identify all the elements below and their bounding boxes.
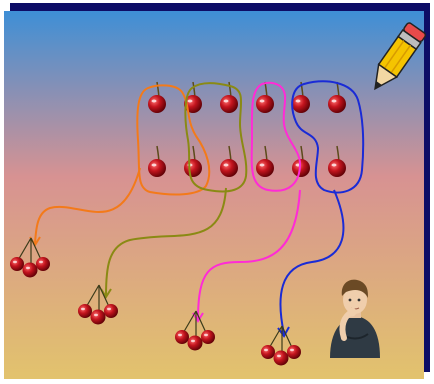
arrow-head-blue bbox=[277, 326, 290, 338]
group-loop-magenta bbox=[250, 81, 302, 192]
arrow-head-magenta bbox=[192, 312, 204, 323]
group-loop-orange bbox=[136, 84, 211, 196]
arrow-orange bbox=[34, 167, 141, 245]
group-loop-olive bbox=[184, 82, 248, 193]
pencil-icon bbox=[374, 22, 427, 91]
thinking-boy-icon bbox=[330, 279, 380, 358]
arrow-olive bbox=[105, 187, 227, 297]
arrow-blue bbox=[279, 189, 345, 335]
grouping-arrows bbox=[29, 167, 345, 338]
arrow-magenta bbox=[197, 189, 301, 321]
group-loop-blue bbox=[291, 80, 365, 194]
grouping-loops bbox=[136, 80, 365, 196]
